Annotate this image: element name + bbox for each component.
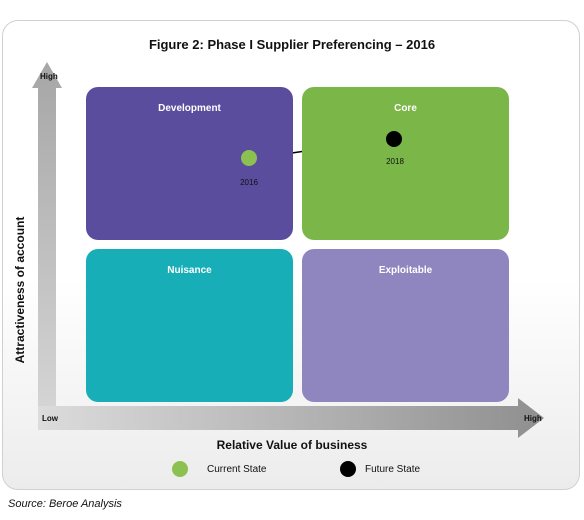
quadrant-core-label: Core: [394, 103, 417, 114]
legend-current-swatch: [172, 461, 188, 477]
current-state-point: [241, 150, 257, 166]
current-state-year: 2016: [240, 178, 258, 187]
quadrant-nuisance-label: Nuisance: [167, 265, 212, 276]
quadrant-nuisance: Nuisance: [86, 249, 293, 402]
quadrant-exploitable: Exploitable: [302, 249, 509, 402]
figure-title: Figure 2: Phase I Supplier Preferencing …: [148, 37, 436, 52]
quadrant-development-label: Development: [158, 103, 221, 114]
future-state-year: 2018: [386, 157, 404, 166]
quadrant-development: Development: [86, 87, 293, 240]
x-axis-title: Relative Value of business: [216, 438, 368, 452]
y-axis-high-label: High: [40, 72, 58, 81]
legend-current-label: Current State: [207, 464, 267, 475]
x-axis-high-label: High: [524, 414, 542, 423]
quadrant-core: Core: [302, 87, 509, 240]
x-axis-arrow: [38, 398, 544, 438]
y-axis-arrow: [32, 62, 62, 420]
x-axis-low-label: Low: [42, 414, 58, 423]
legend-future-swatch: [340, 461, 356, 477]
future-state-point: [386, 131, 402, 147]
legend-future-label: Future State: [365, 464, 421, 475]
source-note: Source: Beroe Analysis: [8, 498, 122, 510]
quadrant-exploitable-label: Exploitable: [378, 265, 433, 276]
y-axis-title: Attractiveness of account: [13, 216, 27, 364]
